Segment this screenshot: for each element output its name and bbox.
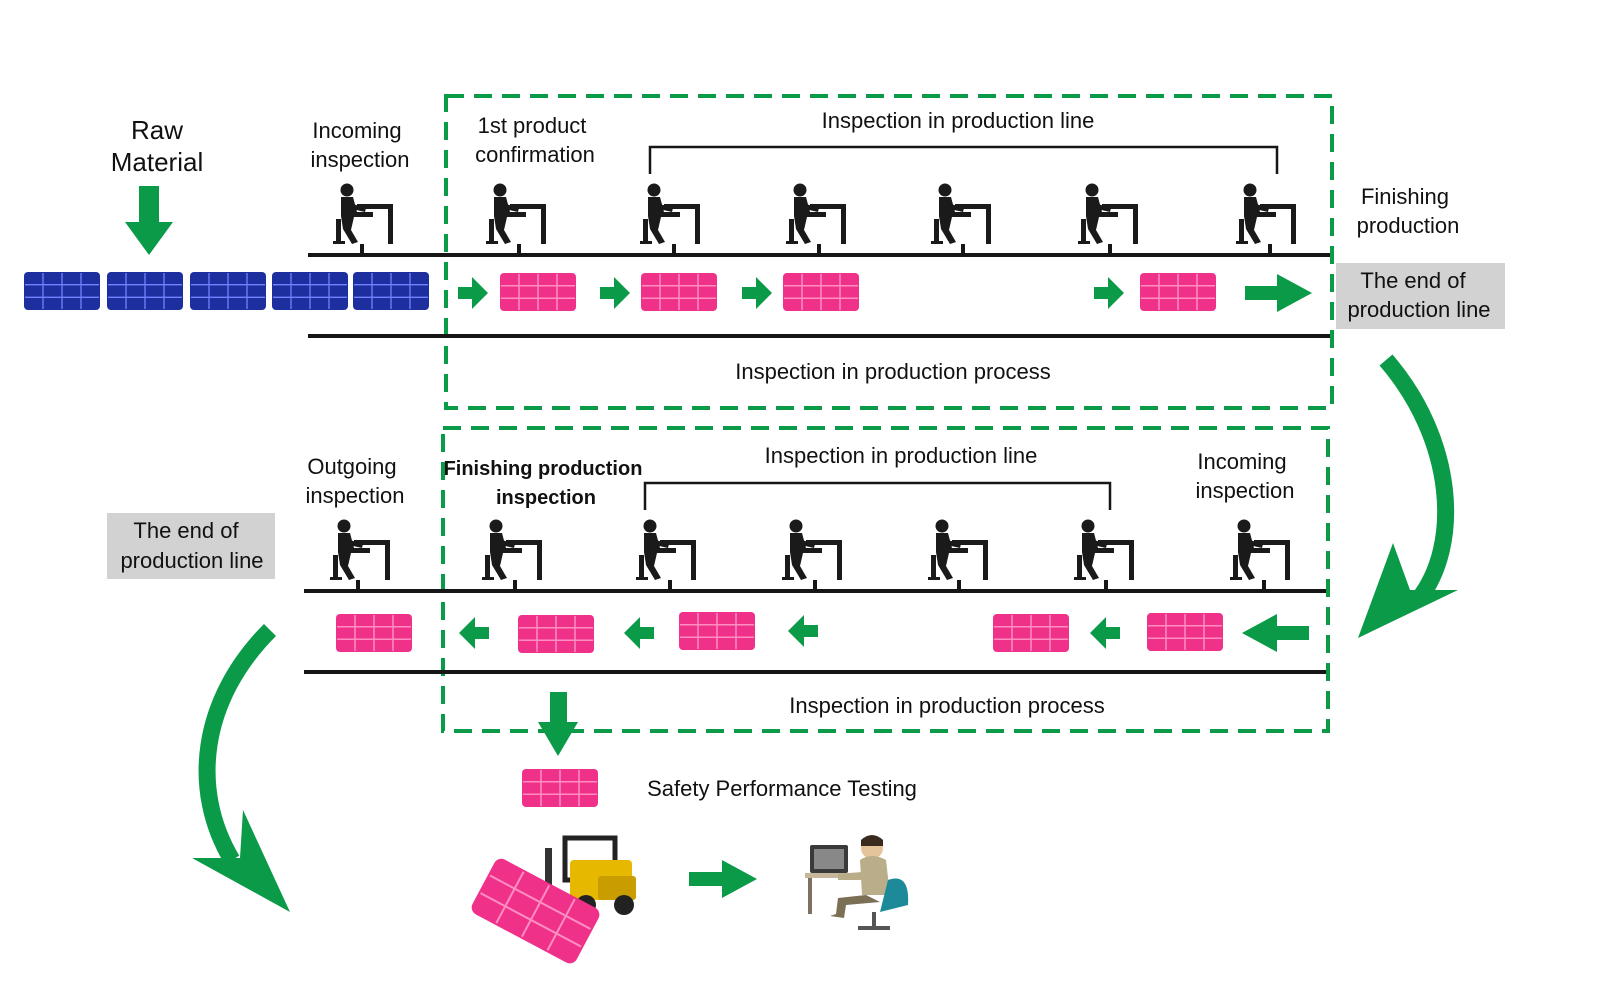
incoming-inspection-top-label-2: inspection xyxy=(310,147,409,172)
product-panel xyxy=(1146,612,1224,652)
safety-testing-down-arrow xyxy=(538,692,578,756)
flow-left-arrow xyxy=(1090,617,1120,649)
worker-icon xyxy=(1078,183,1138,244)
worker-icon xyxy=(928,519,988,580)
worker-icon xyxy=(1236,183,1296,244)
incoming-inspection-bottom-label-2: inspection xyxy=(1195,478,1294,503)
to-testing-right-arrow xyxy=(689,860,757,898)
outgoing-inspection-label-1: Outgoing xyxy=(307,454,396,479)
worker-icon xyxy=(1074,519,1134,580)
product-panel xyxy=(678,611,756,651)
flow-left-arrow xyxy=(459,617,489,649)
flow-right-arrow xyxy=(600,277,630,309)
safety-testing-label: Safety Performance Testing xyxy=(647,776,917,801)
transfer-curved-arrow-head xyxy=(1358,543,1458,638)
end-of-line-bottom-label-2: production line xyxy=(120,548,263,573)
inspection-line-bottom-label: Inspection in production line xyxy=(765,443,1038,468)
raw-material-panel xyxy=(23,271,101,311)
exit-right-arrow xyxy=(1245,274,1312,312)
bottom-inspection-zone xyxy=(441,426,1330,733)
flow-right-arrow xyxy=(1094,277,1124,309)
first-product-label-1: 1st product xyxy=(478,113,587,138)
safety-test-panel xyxy=(521,768,599,808)
solar-panel-icon xyxy=(471,858,600,964)
incoming-inspection-top-label-1: Incoming xyxy=(312,118,401,143)
raw-material-panel xyxy=(352,271,430,311)
finishing-production-inspection-label-2: inspection xyxy=(496,487,596,509)
inspection-process-top-label: Inspection in production process xyxy=(735,359,1051,384)
flow-left-arrow xyxy=(788,615,818,647)
entry-left-arrow xyxy=(1242,614,1309,652)
end-of-line-bottom-label-1: The end of xyxy=(133,518,239,543)
end-of-line-top-box xyxy=(1336,263,1505,329)
inspection-line-top-label: Inspection in production line xyxy=(822,108,1095,133)
shipping-curved-arrow-shaft xyxy=(198,623,277,865)
finishing-production-label-2: production xyxy=(1357,213,1460,238)
product-panel xyxy=(499,272,577,312)
inspection-process-bottom-label: Inspection in production process xyxy=(789,693,1105,718)
inspection-line-top-bracket xyxy=(648,145,1279,174)
flow-left-arrow xyxy=(624,617,654,649)
worker-icon xyxy=(333,183,393,244)
worker-icon xyxy=(486,183,546,244)
worker-icon xyxy=(640,183,700,244)
top-inspection-zone xyxy=(444,94,1334,410)
incoming-inspection-bottom-label-1: Incoming xyxy=(1197,449,1286,474)
worker-icon xyxy=(1230,519,1290,580)
end-of-line-top-label-1: The end of xyxy=(1360,268,1466,293)
outgoing-inspection-label-2: inspection xyxy=(305,483,404,508)
product-panel xyxy=(517,614,595,654)
first-product-label-2: confirmation xyxy=(475,142,595,167)
raw-material-panel xyxy=(106,271,184,311)
end-of-line-top-label-2: production line xyxy=(1347,297,1490,322)
finishing-production-inspection-label-1: Finishing production xyxy=(444,458,643,480)
raw-material-panel xyxy=(189,271,267,311)
product-panel xyxy=(782,272,860,312)
worker-icon xyxy=(330,519,390,580)
shipping-curved-arrow-head xyxy=(192,810,290,912)
person-at-computer-icon xyxy=(805,835,909,930)
product-panel xyxy=(640,272,718,312)
product-panel xyxy=(992,613,1070,653)
product-panel xyxy=(1139,272,1217,312)
raw-material-down-arrow xyxy=(125,186,173,255)
flow-right-arrow xyxy=(742,277,772,309)
flow-right-arrow xyxy=(458,277,488,309)
worker-icon xyxy=(782,519,842,580)
inspection-line-bottom-bracket xyxy=(643,481,1112,510)
worker-icon xyxy=(786,183,846,244)
product-panel xyxy=(335,613,413,653)
worker-icon xyxy=(931,183,991,244)
finishing-production-label-1: Finishing xyxy=(1361,184,1449,209)
raw-material-label-2: Material xyxy=(111,147,203,177)
raw-material-panel xyxy=(271,271,349,311)
transfer-curved-arrow-shaft xyxy=(1379,354,1455,606)
worker-icon xyxy=(482,519,542,580)
worker-icon xyxy=(636,519,696,580)
end-of-line-bottom-box xyxy=(107,513,275,579)
raw-material-label-1: Raw xyxy=(131,115,183,145)
